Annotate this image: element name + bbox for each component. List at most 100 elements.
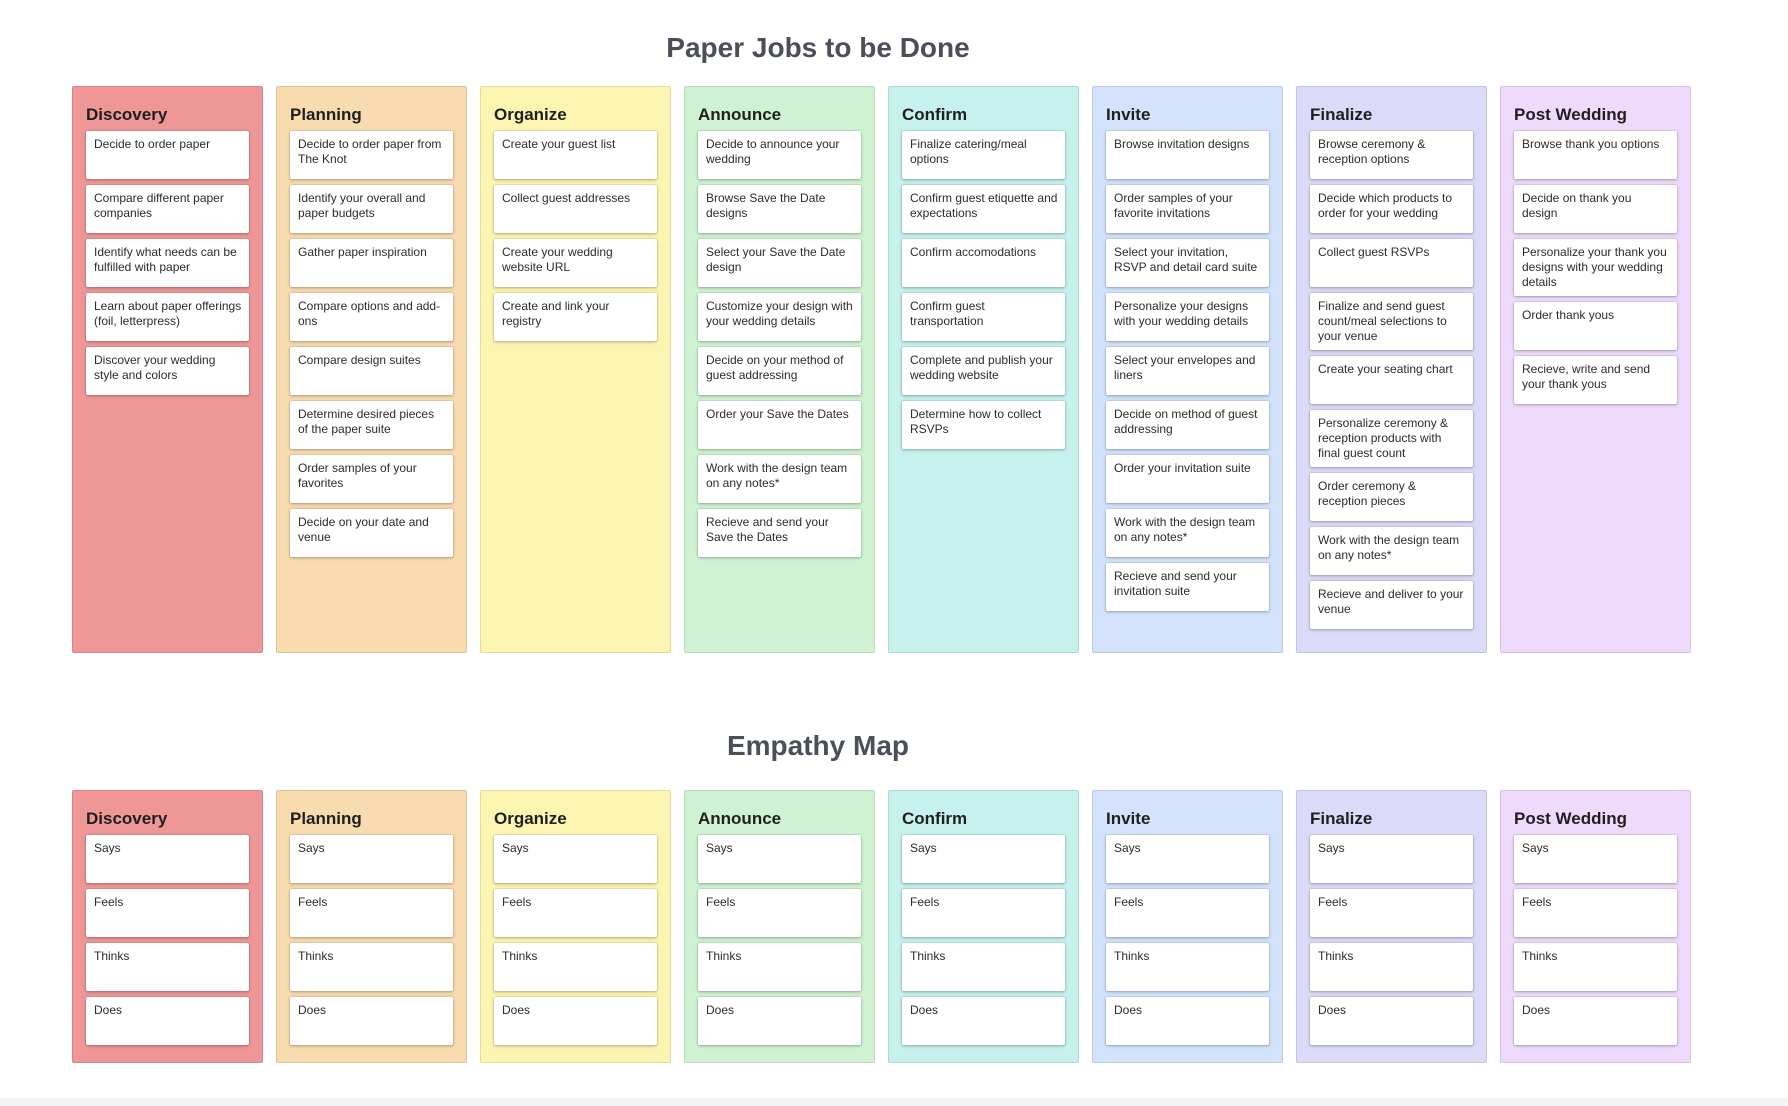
sticky-card[interactable]: Personalize ceremony & reception product… bbox=[1310, 410, 1473, 467]
sticky-card[interactable]: Feels bbox=[494, 889, 657, 937]
sticky-card[interactable]: Discover your wedding style and colors bbox=[86, 347, 249, 395]
column-title: Announce bbox=[698, 809, 782, 828]
sticky-card[interactable]: Does bbox=[494, 997, 657, 1045]
sticky-card[interactable]: Collect guest RSVPs bbox=[1310, 239, 1473, 287]
sticky-card[interactable]: Says bbox=[494, 835, 657, 883]
sticky-card[interactable]: Does bbox=[698, 997, 861, 1045]
sticky-card[interactable]: Decide on thank you design bbox=[1514, 185, 1677, 233]
sticky-card[interactable]: Thinks bbox=[290, 943, 453, 991]
sticky-card[interactable]: Order your invitation suite bbox=[1106, 455, 1269, 503]
sticky-card[interactable]: Order samples of your favorites bbox=[290, 455, 453, 503]
sticky-card[interactable]: Does bbox=[1106, 997, 1269, 1045]
sticky-card[interactable]: Recieve, write and send your thank yous bbox=[1514, 356, 1677, 404]
sticky-card[interactable]: Create your guest list bbox=[494, 131, 657, 179]
sticky-card[interactable]: Decide which products to order for your … bbox=[1310, 185, 1473, 233]
sticky-card[interactable]: Feels bbox=[1310, 889, 1473, 937]
sticky-card[interactable]: Personalize your thank you designs with … bbox=[1514, 239, 1677, 296]
sticky-card[interactable]: Browse invitation designs bbox=[1106, 131, 1269, 179]
sticky-card[interactable]: Browse thank you options bbox=[1514, 131, 1677, 179]
sticky-card[interactable]: Order ceremony & reception pieces bbox=[1310, 473, 1473, 521]
sticky-card[interactable]: Work with the design team on any notes* bbox=[698, 455, 861, 503]
column-title: Confirm bbox=[902, 809, 968, 828]
column-title: Invite bbox=[1106, 809, 1151, 828]
sticky-card[interactable]: Does bbox=[1514, 997, 1677, 1045]
sticky-card[interactable]: Select your invitation, RSVP and detail … bbox=[1106, 239, 1269, 287]
sticky-card[interactable]: Compare options and add-ons bbox=[290, 293, 453, 341]
sticky-card[interactable]: Work with the design team on any notes* bbox=[1106, 509, 1269, 557]
sticky-card[interactable]: Thinks bbox=[902, 943, 1065, 991]
sticky-card[interactable]: Finalize and send guest count/meal selec… bbox=[1310, 293, 1473, 350]
sticky-card[interactable]: Thinks bbox=[1106, 943, 1269, 991]
column-title: Invite bbox=[1106, 105, 1151, 124]
sticky-card[interactable]: Create your seating chart bbox=[1310, 356, 1473, 404]
sticky-card[interactable]: Confirm guest transportation bbox=[902, 293, 1065, 341]
sticky-card[interactable]: Confirm accomodations bbox=[902, 239, 1065, 287]
sticky-card[interactable]: Thinks bbox=[698, 943, 861, 991]
sticky-card[interactable]: Browse Save the Date designs bbox=[698, 185, 861, 233]
sticky-card[interactable]: Identify your overall and paper budgets bbox=[290, 185, 453, 233]
sticky-card[interactable]: Compare different paper companies bbox=[86, 185, 249, 233]
sticky-card[interactable]: Learn about paper offerings (foil, lette… bbox=[86, 293, 249, 341]
sticky-card[interactable]: Thinks bbox=[1514, 943, 1677, 991]
column-title: Planning bbox=[290, 105, 362, 124]
sticky-card[interactable]: Feels bbox=[86, 889, 249, 937]
sticky-card[interactable]: Browse ceremony & reception options bbox=[1310, 131, 1473, 179]
sticky-card[interactable]: Select your envelopes and liners bbox=[1106, 347, 1269, 395]
sticky-card[interactable]: Feels bbox=[902, 889, 1065, 937]
sticky-card[interactable]: Does bbox=[1310, 997, 1473, 1045]
sticky-card[interactable]: Identify what needs can be fulfilled wit… bbox=[86, 239, 249, 287]
sticky-card[interactable]: Order samples of your favorite invitatio… bbox=[1106, 185, 1269, 233]
sticky-card[interactable]: Customize your design with your wedding … bbox=[698, 293, 861, 341]
sticky-card[interactable]: Recieve and send your Save the Dates bbox=[698, 509, 861, 557]
sticky-card[interactable]: Confirm guest etiquette and expectations bbox=[902, 185, 1065, 233]
sticky-card[interactable]: Complete and publish your wedding websit… bbox=[902, 347, 1065, 395]
sticky-card[interactable]: Decide on your date and venue bbox=[290, 509, 453, 557]
sticky-card[interactable]: Collect guest addresses bbox=[494, 185, 657, 233]
sticky-card[interactable]: Feels bbox=[698, 889, 861, 937]
sticky-card[interactable]: Decide on method of guest addressing bbox=[1106, 401, 1269, 449]
sticky-card[interactable]: Recieve and send your invitation suite bbox=[1106, 563, 1269, 611]
sticky-card[interactable]: Feels bbox=[290, 889, 453, 937]
sticky-card[interactable]: Says bbox=[698, 835, 861, 883]
sticky-card[interactable]: Work with the design team on any notes* bbox=[1310, 527, 1473, 575]
sticky-card[interactable]: Says bbox=[902, 835, 1065, 883]
sticky-card[interactable]: Select your Save the Date design bbox=[698, 239, 861, 287]
sticky-card[interactable]: Create your wedding website URL bbox=[494, 239, 657, 287]
sticky-card[interactable]: Determine how to collect RSVPs bbox=[902, 401, 1065, 449]
sticky-card[interactable]: Feels bbox=[1514, 889, 1677, 937]
sticky-card[interactable]: Says bbox=[1514, 835, 1677, 883]
sticky-card[interactable]: Says bbox=[1106, 835, 1269, 883]
sticky-card[interactable]: Decide to order paper from The Knot bbox=[290, 131, 453, 179]
sticky-card[interactable]: Gather paper inspiration bbox=[290, 239, 453, 287]
sticky-card[interactable]: Thinks bbox=[1310, 943, 1473, 991]
sticky-card[interactable]: Decide to announce your wedding bbox=[698, 131, 861, 179]
sticky-card[interactable]: Says bbox=[1310, 835, 1473, 883]
sticky-card[interactable]: Does bbox=[86, 997, 249, 1045]
sticky-card[interactable]: Order thank yous bbox=[1514, 302, 1677, 350]
column-title: Post Wedding bbox=[1514, 105, 1628, 124]
sticky-card[interactable]: Recieve and deliver to your venue bbox=[1310, 581, 1473, 629]
sticky-card[interactable]: Personalize your designs with your weddi… bbox=[1106, 293, 1269, 341]
sticky-card[interactable]: Decide to order paper bbox=[86, 131, 249, 179]
sticky-card[interactable]: Thinks bbox=[86, 943, 249, 991]
jobs-section-title: Paper Jobs to be Done bbox=[666, 32, 970, 63]
sticky-card[interactable]: Decide on your method of guest addressin… bbox=[698, 347, 861, 395]
sticky-card[interactable]: Order your Save the Dates bbox=[698, 401, 861, 449]
sticky-card[interactable]: Does bbox=[290, 997, 453, 1045]
sticky-card[interactable]: Does bbox=[902, 997, 1065, 1045]
sticky-card[interactable]: Says bbox=[290, 835, 453, 883]
sticky-card[interactable]: Determine desired pieces of the paper su… bbox=[290, 401, 453, 449]
sticky-card[interactable]: Create and link your registry bbox=[494, 293, 657, 341]
sticky-card[interactable]: Says bbox=[86, 835, 249, 883]
column-title: Confirm bbox=[902, 105, 968, 124]
sticky-card[interactable]: Compare design suites bbox=[290, 347, 453, 395]
sticky-card[interactable]: Finalize catering/meal options bbox=[902, 131, 1065, 179]
sticky-card[interactable]: Thinks bbox=[494, 943, 657, 991]
sticky-card[interactable]: Feels bbox=[1106, 889, 1269, 937]
